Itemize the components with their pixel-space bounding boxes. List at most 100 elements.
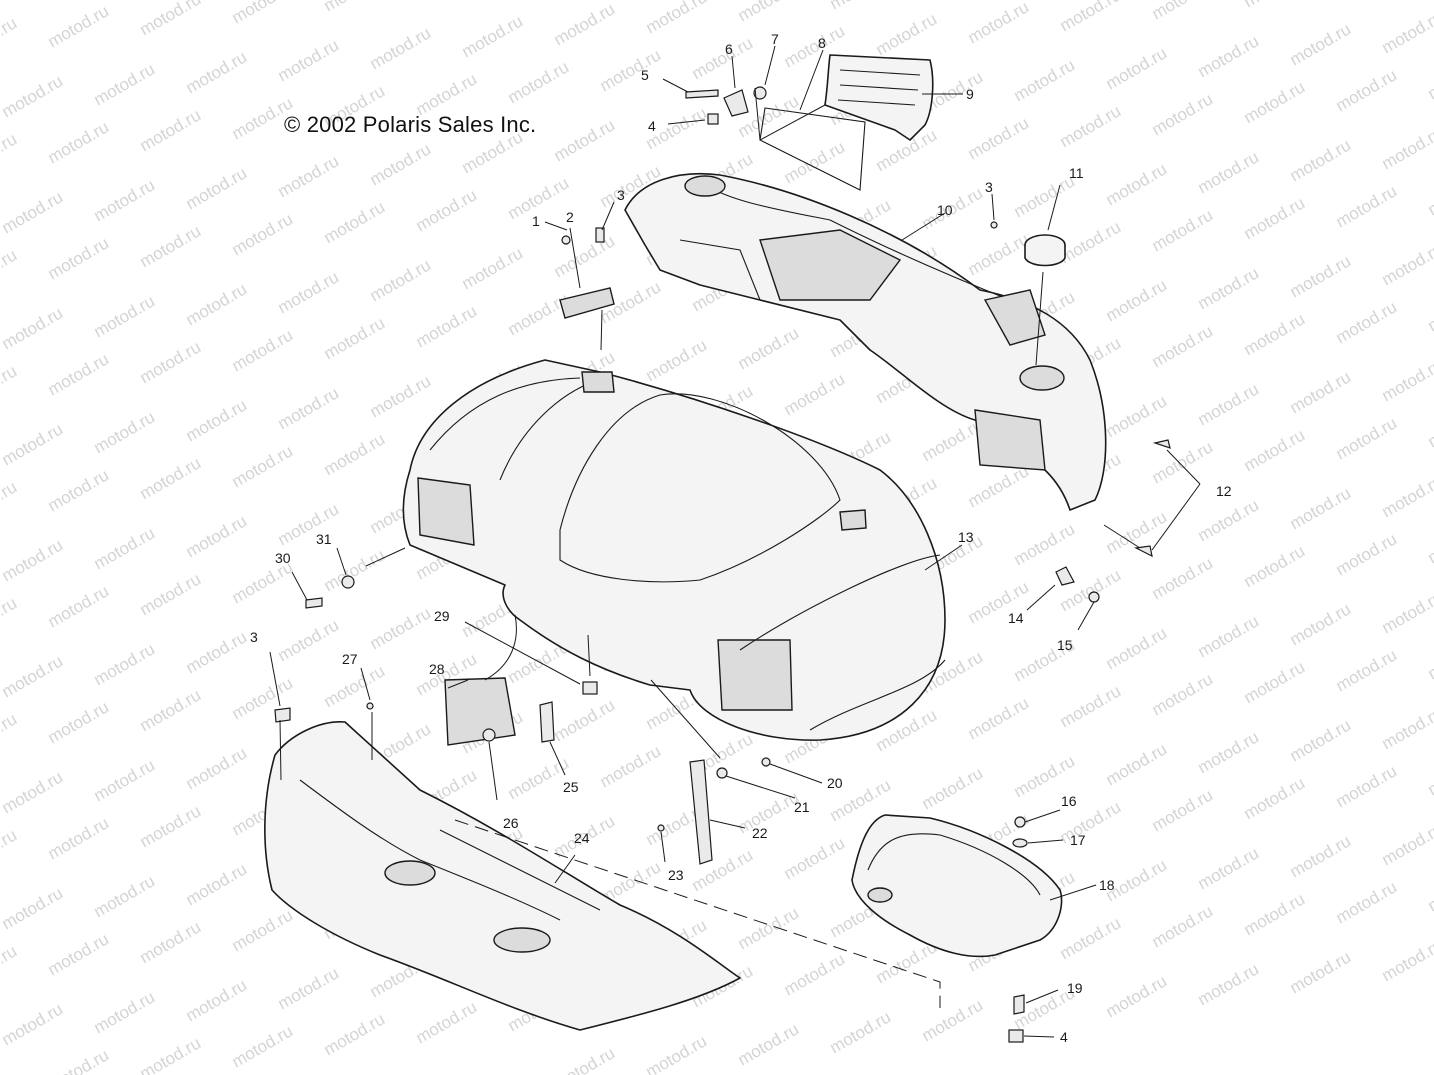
watermark-text: motod.ru <box>1379 7 1434 57</box>
watermark-text: motod.ru <box>1103 507 1171 557</box>
storage-bin <box>851 814 1063 958</box>
watermark-text: motod.ru <box>1057 913 1125 963</box>
watermark-text: motod.ru <box>505 57 573 107</box>
callout-1: 1 <box>532 213 540 229</box>
watermark-text: motod.ru <box>275 383 343 433</box>
gasket <box>759 107 866 191</box>
watermark-text: motod.ru <box>919 0 987 1</box>
watermark-text: motod.ru <box>919 763 987 813</box>
watermark-text: motod.ru <box>45 117 113 167</box>
watermark-text: motod.ru <box>919 995 987 1045</box>
copyright-notice: © 2002 Polaris Sales Inc. <box>284 112 537 137</box>
callout-11: 11 <box>1069 165 1084 181</box>
watermark-text: motod.ru <box>735 903 803 953</box>
hardware-group <box>274 86 1171 1043</box>
watermark-text: motod.ru <box>873 9 941 59</box>
watermark-text: motod.ru <box>505 753 573 803</box>
watermark-text: motod.ru <box>45 929 113 979</box>
callout-28: 28 <box>429 661 445 677</box>
watermark-text: motod.ru <box>1057 101 1125 151</box>
watermark-text: motod.ru <box>781 833 849 883</box>
callout-29: 29 <box>434 608 450 624</box>
watermark-text: motod.ru <box>965 0 1033 47</box>
watermark-text: motod.ru <box>275 35 343 85</box>
watermark-text: motod.ru <box>1149 785 1217 835</box>
watermark-text: motod.ru <box>1195 843 1263 893</box>
watermark-text: motod.ru <box>413 301 481 351</box>
watermark-text: motod.ru <box>1241 425 1309 475</box>
watermark-text: motod.ru <box>551 1043 619 1075</box>
callout-27: 27 <box>342 651 358 667</box>
hood-body <box>402 359 946 741</box>
watermark-text: motod.ru <box>597 741 665 791</box>
watermark-text: motod.ru <box>1425 517 1434 567</box>
watermark-text: motod.ru <box>137 0 205 39</box>
watermark-text: motod.ru <box>321 429 389 479</box>
watermark-text: motod.ru <box>183 279 251 329</box>
rear-dash-panel <box>624 172 1107 511</box>
watermark-text: motod.ru <box>827 0 895 13</box>
headlight <box>444 677 516 746</box>
watermark-text: motod.ru <box>91 407 159 457</box>
callout-19: 19 <box>1067 980 1083 996</box>
watermark-text: motod.ru <box>0 767 66 817</box>
watermark-text: motod.ru <box>0 13 20 63</box>
watermark-text: motod.ru <box>1195 147 1263 197</box>
watermark-text: motod.ru <box>45 349 113 399</box>
watermark-text: motod.ru <box>1379 239 1434 289</box>
watermark-text: motod.ru <box>781 949 849 999</box>
watermark-text: motod.ru <box>1379 587 1434 637</box>
watermark-text: motod.ru <box>1103 43 1171 93</box>
watermark-text: motod.ru <box>0 825 20 875</box>
watermark-text: motod.ru <box>137 453 205 503</box>
watermark-text: motod.ru <box>1241 77 1309 127</box>
watermark-text: motod.ru <box>1149 205 1217 255</box>
watermark-text: motod.ru <box>91 291 159 341</box>
watermark-text: motod.ru <box>0 883 66 933</box>
watermark-text: motod.ru <box>1333 181 1401 231</box>
watermark-text: motod.ru <box>965 113 1033 163</box>
watermark-text: motod.ru <box>137 801 205 851</box>
watermark-text: motod.ru <box>183 859 251 909</box>
watermark-text: motod.ru <box>1195 727 1263 777</box>
watermark-text: motod.ru <box>1103 159 1171 209</box>
watermark-text: motod.ru <box>183 47 251 97</box>
watermark-text: motod.ru <box>781 137 849 187</box>
watermark-text: motod.ru <box>183 511 251 561</box>
watermark-text: motod.ru <box>1425 865 1434 915</box>
watermark-text: motod.ru <box>183 743 251 793</box>
watermark-text: motod.ru <box>0 187 66 237</box>
watermark-text: motod.ru <box>1195 959 1263 1009</box>
watermark-text: motod.ru <box>137 569 205 619</box>
watermark-text: motod.ru <box>1379 703 1434 753</box>
watermark-text: motod.ru <box>505 289 573 339</box>
watermark-text: motod.ru <box>1195 31 1263 81</box>
watermark-text: motod.ru <box>45 465 113 515</box>
watermark-text: motod.ru <box>0 129 20 179</box>
watermark-text: motod.ru <box>183 975 251 1025</box>
watermark-text: motod.ru <box>45 697 113 747</box>
callout-21: 21 <box>794 799 810 815</box>
watermark-text: motod.ru <box>91 175 159 225</box>
watermark-text: motod.ru <box>1379 123 1434 173</box>
watermark-text: motod.ru <box>551 115 619 165</box>
watermark-text: motod.ru <box>183 627 251 677</box>
callout-22: 22 <box>752 825 768 841</box>
watermark-text: motod.ru <box>0 303 66 353</box>
watermark-text: motod.ru <box>1287 135 1355 185</box>
watermark-text: motod.ru <box>1425 749 1434 799</box>
floor-tray <box>264 721 741 1031</box>
watermark-text: motod.ru <box>1379 471 1434 521</box>
watermark-text: motod.ru <box>0 361 20 411</box>
watermark-text: motod.ru <box>689 33 757 83</box>
watermark-text: motod.ru <box>1425 633 1434 683</box>
callout-25: 25 <box>563 779 579 795</box>
watermark-text: motod.ru <box>1103 391 1171 441</box>
watermark-text: motod.ru <box>551 0 619 49</box>
watermark-text: motod.ru <box>0 651 66 701</box>
watermark-text: motod.ru <box>827 1007 895 1057</box>
watermark-text: motod.ru <box>1103 971 1171 1021</box>
watermark-text: motod.ru <box>1425 169 1434 219</box>
callout-7: 7 <box>771 31 779 47</box>
watermark-text: motod.ru <box>1287 599 1355 649</box>
